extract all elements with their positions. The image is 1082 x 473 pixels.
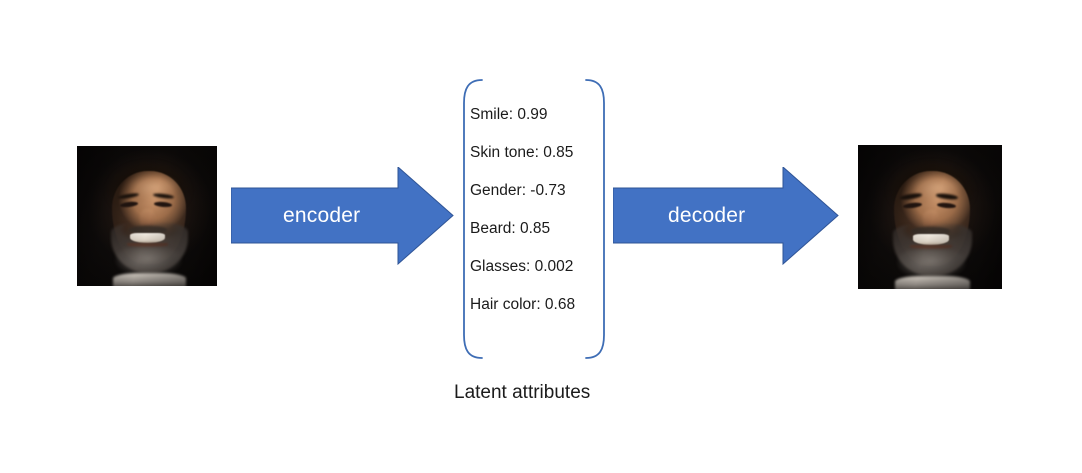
encoder-arrow-label: encoder <box>283 204 361 227</box>
latent-item: Gender: -0.73 <box>470 182 566 199</box>
latent-attributes-block: Smile: 0.99 Skin tone: 0.85 Gender: -0.7… <box>460 79 610 359</box>
latent-item: Smile: 0.99 <box>470 106 548 123</box>
encoder-arrow-shape <box>231 167 454 265</box>
latent-item: Skin tone: 0.85 <box>470 144 574 161</box>
output-face-photo <box>858 145 1002 289</box>
input-face-photo <box>77 146 217 286</box>
left-bracket <box>463 79 483 359</box>
photo-vignette <box>858 145 1002 289</box>
latent-item: Glasses: 0.002 <box>470 258 574 275</box>
latent-item: Hair color: 0.68 <box>470 296 576 313</box>
decoder-arrow-shape <box>613 167 839 265</box>
decoder-arrow: decoder <box>613 167 839 265</box>
encoder-arrow: encoder <box>231 167 454 265</box>
latent-attributes-caption: Latent attributes <box>454 382 591 403</box>
right-bracket <box>585 79 605 359</box>
latent-item: Beard: 0.85 <box>470 220 551 237</box>
photo-vignette <box>77 146 217 286</box>
latent-attribute-list: Smile: 0.99 Skin tone: 0.85 Gender: -0.7… <box>470 107 575 335</box>
decoder-arrow-label: decoder <box>668 204 746 227</box>
